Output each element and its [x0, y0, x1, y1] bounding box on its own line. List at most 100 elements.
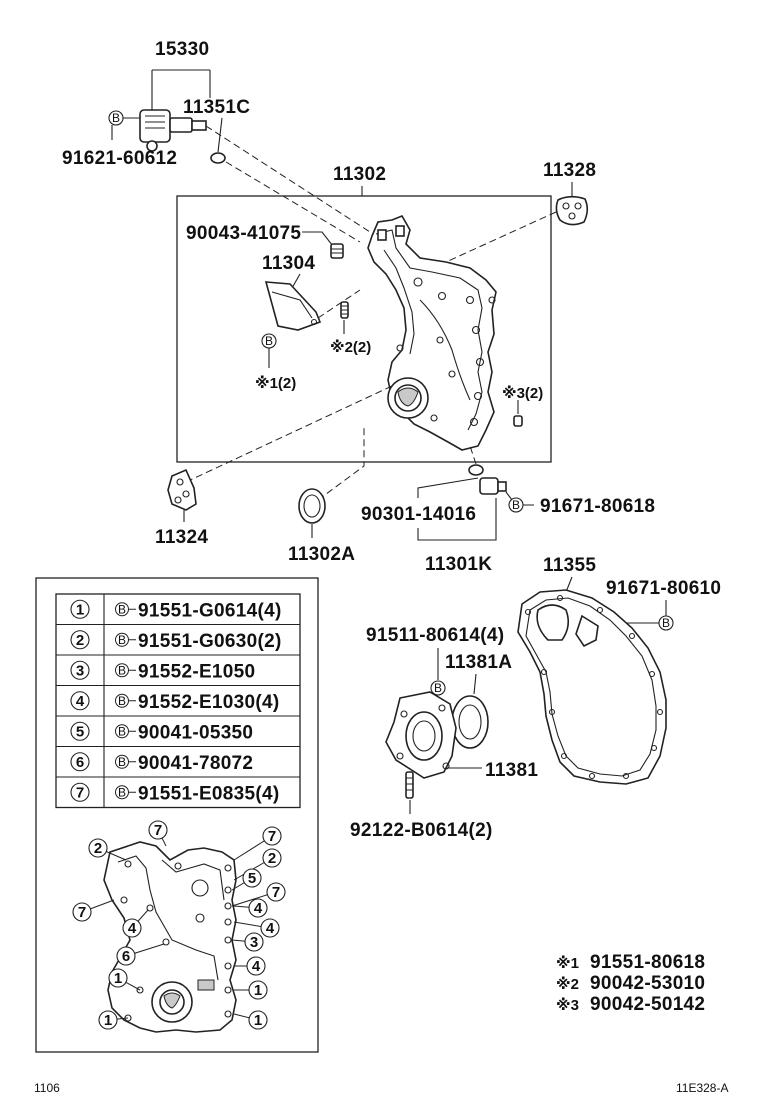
bolt-marker-icon: B	[118, 663, 126, 677]
callout-num: 1	[254, 982, 262, 999]
svg-text:B: B	[662, 616, 670, 630]
label-90301-14016: 90301-14016	[361, 504, 476, 525]
plug-90043	[330, 243, 344, 259]
label-11301k: 11301K	[425, 554, 492, 575]
plate-11324	[167, 468, 197, 511]
label-91671-80610: 91671-80610	[606, 578, 721, 599]
callout: 6	[116, 943, 165, 966]
retainer-11381	[385, 691, 457, 779]
bolt-marker-note1: B	[261, 333, 277, 349]
svg-text:B: B	[512, 498, 520, 512]
legend-row: 6 B 90041-78072	[70, 752, 253, 774]
callout: 4	[234, 956, 266, 976]
label-11328: 11328	[543, 160, 596, 181]
callout: 1	[98, 1010, 129, 1030]
sensor-switch	[479, 477, 507, 495]
callout: 2	[88, 838, 127, 861]
callout-num: 4	[252, 958, 261, 975]
label-11302: 11302	[333, 164, 386, 185]
callout: 4	[122, 909, 149, 938]
legend-row-part: 90041-05350	[138, 722, 253, 743]
label-note2: ※2(2)	[330, 338, 371, 356]
footnote-mark: ※1	[556, 954, 579, 972]
label-note1: ※1(2)	[255, 374, 296, 392]
legend-row-num: 6	[76, 754, 84, 771]
legend-row: 7 B 91551-E0835(4)	[70, 782, 280, 804]
callout: 1	[233, 1010, 268, 1030]
callout: 1	[108, 968, 141, 991]
bolt-marker-91671-610: B	[658, 615, 674, 631]
label-91511-80614: 91511-80614(4)	[366, 625, 504, 646]
label-11302a: 11302A	[288, 544, 355, 565]
cover-plate-11304	[264, 281, 322, 331]
callout: 7	[148, 820, 168, 847]
bolt-marker-91671-618: B	[508, 497, 524, 513]
bolt-marker-icon: B	[118, 602, 126, 616]
bolt-marker-91511: B	[430, 680, 446, 696]
legend-box	[35, 577, 319, 1053]
callout-num: 6	[122, 948, 130, 965]
callout: 3	[231, 932, 264, 952]
bolt-marker-icon: B	[118, 755, 126, 769]
stud-note2	[340, 301, 349, 319]
legend-row-part: 90041-78072	[138, 753, 253, 774]
stud-92122	[405, 771, 414, 799]
callout-num: 7	[78, 904, 86, 921]
callout-num: 3	[250, 934, 258, 951]
bolt-marker-icon: B	[118, 633, 126, 647]
callout-num: 7	[272, 884, 280, 901]
bolt-marker-icon: B	[118, 785, 126, 799]
label-91671-80618: 91671-80618	[540, 496, 655, 517]
svg-text:B: B	[265, 334, 273, 348]
callout-num: 4	[254, 900, 263, 917]
oil-seal-11381a	[451, 695, 489, 749]
footnote-part: 90042-53010	[590, 973, 705, 994]
callout: 7	[233, 826, 282, 861]
callout: 2	[233, 848, 282, 881]
legend-row-num: 2	[76, 632, 84, 649]
legend-row-part: 91551-E0835(4)	[138, 783, 280, 804]
svg-text:B: B	[112, 111, 120, 125]
label-92122-b0614: 92122-B0614(2)	[350, 820, 493, 841]
callout: 1	[234, 980, 268, 1000]
svg-text:B: B	[434, 681, 442, 695]
label-note3: ※3(2)	[502, 384, 543, 402]
legend-row-num: 4	[76, 693, 85, 710]
label-11381a: 11381A	[445, 652, 512, 673]
callout-num: 7	[268, 828, 276, 845]
callout-num: 5	[248, 870, 256, 887]
callout-num: 2	[268, 850, 276, 867]
label-15330: 15330	[155, 39, 209, 60]
plug-note3	[513, 415, 523, 427]
callout: 7	[72, 899, 115, 922]
callout-num: 1	[254, 1012, 262, 1029]
callout-num: 4	[128, 920, 137, 937]
gasket-11328	[555, 195, 589, 226]
footer-left-code: 1106	[34, 1081, 60, 1095]
label-11304: 11304	[262, 253, 315, 274]
legend-row-part: 91552-E1030(4)	[138, 692, 280, 713]
legend-row-num: 7	[76, 784, 84, 801]
bolt-marker-91621: B	[108, 110, 124, 126]
timing-chain-cover-11302	[367, 214, 497, 451]
callout-num: 1	[114, 970, 122, 987]
oil-control-valve	[139, 109, 207, 152]
cover-view-small	[103, 841, 237, 1033]
legend-row-part: 91552-E1050	[138, 661, 255, 682]
label-90043-41075: 90043-41075	[186, 223, 301, 244]
footnote-mark: ※3	[556, 996, 579, 1014]
callout: 4	[233, 898, 268, 918]
callout-num: 2	[94, 840, 102, 857]
callout-num: 4	[266, 920, 275, 937]
o-ring-11351c	[210, 152, 226, 164]
callout-num: 7	[154, 822, 162, 839]
